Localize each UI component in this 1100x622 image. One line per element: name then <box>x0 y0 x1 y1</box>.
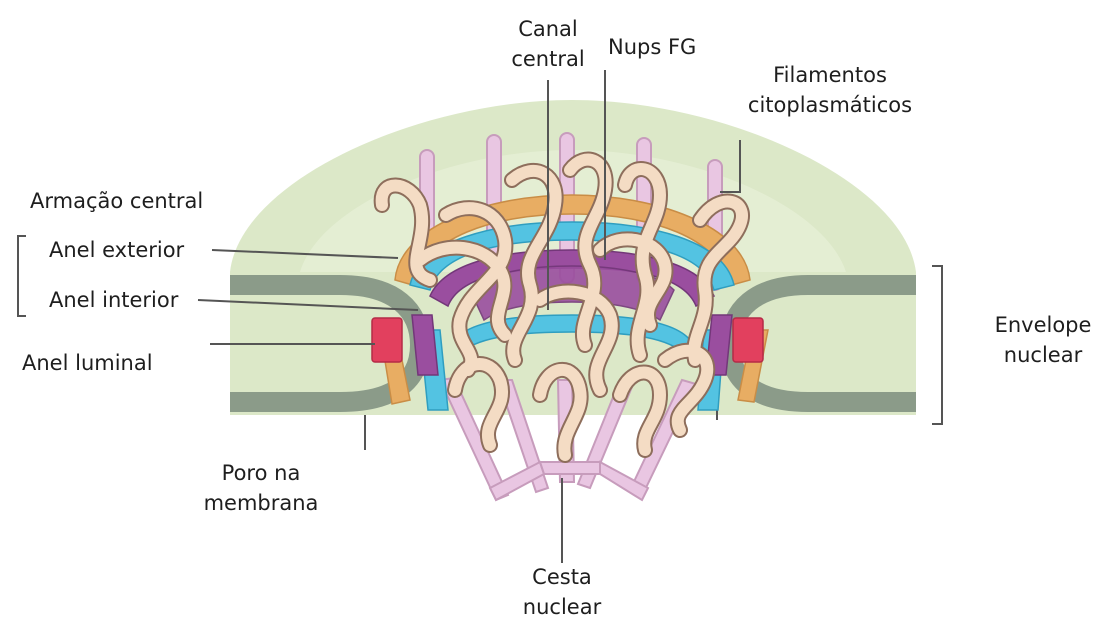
label-poro-membrana: Poro na membrana <box>196 458 326 518</box>
envelope-bracket <box>932 266 942 424</box>
label-canal-central: Canal central <box>502 14 594 74</box>
label-envelope-nuclear: Envelope nuclear <box>988 310 1098 370</box>
label-filamentos: Filamentos citoplasmáticos <box>742 60 918 120</box>
label-armacao-central: Armação central <box>30 186 203 216</box>
label-anel-exterior: Anel exterior <box>49 235 184 265</box>
label-anel-interior: Anel interior <box>49 285 178 315</box>
armacao-bracket <box>18 236 26 316</box>
label-nups-fg: Nups FG <box>608 32 696 62</box>
label-anel-luminal: Anel luminal <box>22 348 153 378</box>
label-cesta-nuclear: Cesta nuclear <box>512 562 612 622</box>
